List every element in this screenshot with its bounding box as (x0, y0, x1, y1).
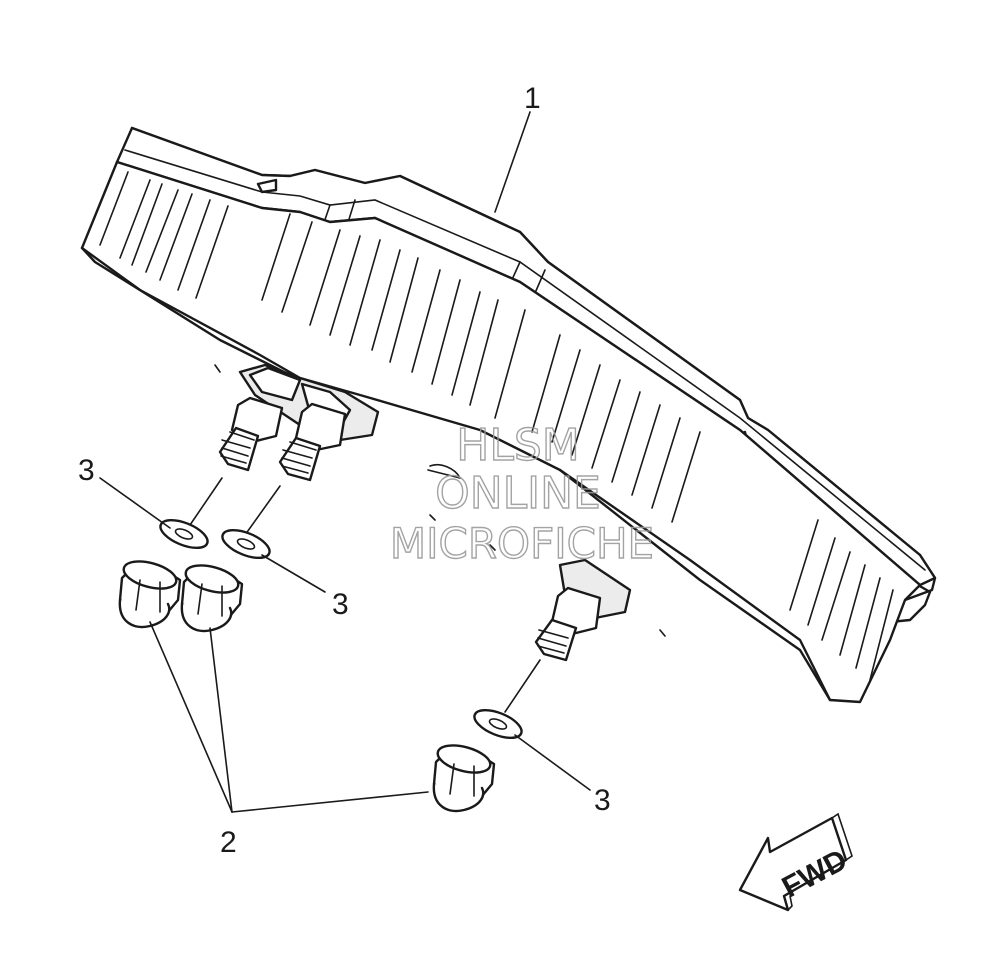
assembly-guide-lines (189, 477, 541, 713)
callout-part-3-lower: 3 (594, 784, 611, 817)
leader-lines (99, 111, 591, 813)
watermark: HLSM ONLINE MICROFICHE (389, 419, 655, 568)
callout-part-3-middle: 3 (332, 588, 349, 621)
callout-part-1: 1 (524, 82, 541, 115)
watermark-line-2: ONLINE (435, 468, 601, 519)
callout-part-3-upper-left: 3 (78, 454, 95, 487)
watermark-line-3: MICROFICHE (390, 519, 654, 568)
housing-ribs (99, 171, 894, 681)
stud-bolt-icon (218, 396, 602, 662)
watermark-line-1: HLSM (456, 420, 580, 471)
meter-assembly-icon (80, 126, 937, 704)
cap-nut-icon (118, 560, 496, 813)
washer-icon (159, 518, 523, 740)
callout-part-2: 2 (220, 826, 237, 859)
fwd-arrow-icon: FWD (738, 812, 853, 912)
